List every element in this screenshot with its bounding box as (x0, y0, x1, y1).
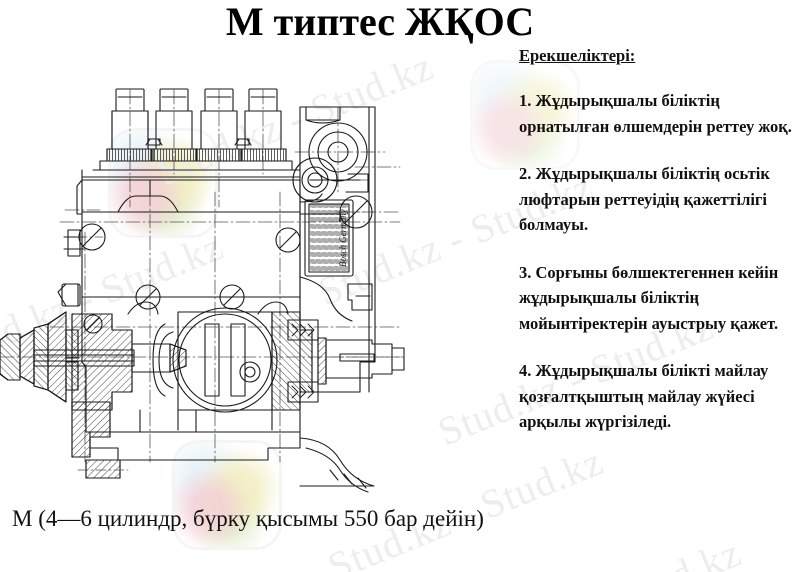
roller-bearing-lower (287, 381, 319, 403)
cam-window (152, 307, 278, 413)
feature-item-3: 3. Сорғыны бөлшектегеннен кейін жұдырықш… (519, 262, 779, 333)
page-title: М типтес ЖҚОС (225, 0, 535, 44)
drive-boss-outer (308, 122, 368, 182)
feature-item-2: 2. Жұдырықшалы біліктің осьтік люфтарын … (519, 164, 770, 234)
bosch-germany-mark: Bosch Germany (338, 209, 348, 267)
pump-housing (81, 179, 301, 433)
features-heading: Ерекшеліктері: (519, 46, 636, 65)
feature-item-1: 1. Жұдырықшалы біліктің орнатылған өлшем… (519, 91, 792, 136)
watermark-text: Stud.kz (611, 529, 748, 572)
features-panel: Ерекшеліктері: 1. Жұдырықшалы біліктің о… (519, 46, 797, 435)
camshaft-right-bearing (271, 311, 405, 411)
mounting-flange (77, 431, 375, 493)
feature-item-4: 4. Жұдырықшалы білікті майлау қозғалтқыш… (519, 361, 769, 431)
delivery-valve-holders (106, 88, 287, 162)
injection-pump-diagram: Bosch Germany (0, 62, 470, 502)
camshaft-left-bearing (65, 313, 133, 458)
diagram-caption: М (4—6 цилиндр, бүрку қысымы 550 бар дей… (12, 506, 484, 531)
camshaft-left-taper (0, 311, 187, 403)
